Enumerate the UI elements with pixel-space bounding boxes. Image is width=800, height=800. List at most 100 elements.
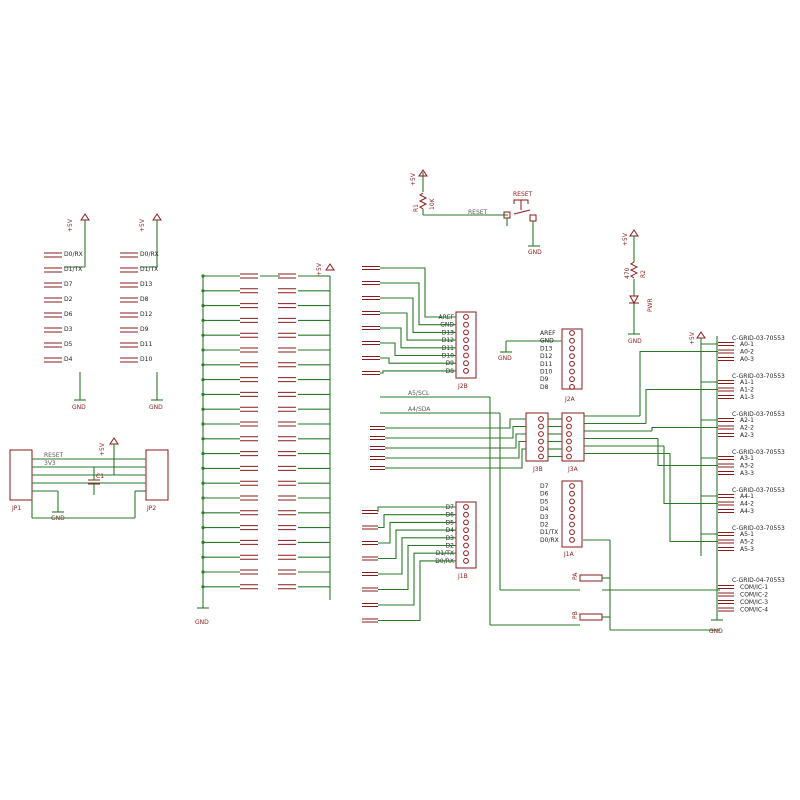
gnd-label-hb: GND [149, 404, 163, 411]
c-grid-pin-label: A1-3 [740, 394, 754, 401]
header-b-pin-label: D12 [140, 311, 152, 318]
c-grid-pin-row: A3-1 [701, 455, 754, 462]
c-grid-label: C-GRID-03-70553 [732, 411, 785, 418]
com-pin-row: COM/IC-1 [718, 584, 768, 591]
mid-connector-row [201, 377, 330, 383]
header-b-row: D0/RX [120, 251, 159, 258]
mid-connector-row [201, 525, 330, 531]
c-grid-pin-label: A1-2 [740, 387, 754, 394]
header-a-pin-label: D1/TX [64, 266, 82, 273]
c-grid-pin-row: A1-2 [584, 387, 754, 425]
header-a-pin-label: D6 [64, 311, 73, 318]
c-grid-pin-row: A0-2 [584, 349, 754, 417]
c-grid-pin-label: A5-3 [740, 546, 754, 553]
c-grid-pin-label: A2-2 [740, 425, 754, 432]
gnd-label-ha: GND [72, 404, 86, 411]
r2-value: 470 [624, 267, 631, 279]
mid-connector-row [201, 273, 330, 279]
c-grid-pin-row: A2-1 [701, 417, 754, 424]
mid-connector-row [201, 436, 330, 442]
mid-connector-row [201, 406, 330, 412]
j1b-pin-pad [463, 550, 469, 557]
gnd-label-j2: GND [498, 355, 512, 362]
c-grid-connectors: +5V GND C-GRID-03-70553A0-1A0-2A0-3C-GRI… [584, 331, 785, 635]
j2a-pin-label: AREF [540, 330, 556, 337]
r1-label: R1 [413, 204, 420, 212]
j2b-pin-pad [463, 368, 469, 374]
c-grid-pin-row: A4-1 [701, 493, 754, 500]
mid-connector-row [201, 569, 330, 575]
header-a-row: D0/RX [44, 251, 83, 258]
j2a-pin-label: D12 [540, 353, 552, 360]
header-b-row: D12 [120, 311, 152, 318]
header-a-row: D4 [44, 356, 73, 363]
j1b-pin-pad [463, 558, 469, 564]
header-a-row: D6 [44, 311, 73, 318]
j2a-pin-pad [569, 376, 575, 383]
c-grid-pin-label: A2-1 [740, 417, 754, 424]
c-grid-label: C-GRID-03-70553 [732, 449, 785, 456]
pa-pb-section: PA PB [490, 539, 720, 631]
c-grid-pin-row: A4-2 [584, 445, 754, 508]
j2a-pin-pad [569, 360, 575, 367]
j2a-pin-label: D13 [540, 345, 552, 352]
j3b-label: J3B [532, 466, 543, 473]
vcc-label-right: +5V [689, 331, 696, 345]
header-b-row: D13 [120, 281, 152, 288]
header-a-pin-label: D0/RX [64, 251, 83, 258]
com-pin-label: COM/IC-3 [740, 599, 768, 606]
c1-label: C1 [96, 473, 104, 480]
j2a-pin-pad [569, 368, 575, 375]
j1a-label: J1A [563, 551, 575, 558]
com-pin-label: COM/IC-4 [740, 607, 768, 614]
vcc-label-jp: +5V [99, 442, 106, 456]
j2a-pin-label: D10 [540, 369, 552, 376]
header-b-row: D9 [120, 326, 149, 333]
j1-section: J1B J1A [455, 480, 583, 580]
j2b-pin-pad [463, 329, 469, 336]
j1a-pin-label: D3 [540, 514, 549, 521]
mid-connector-row [201, 317, 330, 323]
led-label: PWR [647, 298, 654, 312]
j1b-pin-pad [463, 511, 469, 518]
c-grid-pin-label: A3-1 [740, 455, 754, 462]
j2b-label: J2B [457, 383, 468, 390]
r1-value: 10K [429, 197, 436, 210]
j1b-pin-pad [463, 542, 469, 549]
j2a-label: J2A [564, 396, 576, 403]
c-grid-pin-row: A0-1 [701, 341, 754, 348]
j1a-pin-label: D7 [540, 483, 549, 490]
j2a-pin-pad [569, 337, 575, 344]
j2a-pin-pad [569, 345, 575, 352]
mid-connector-row [201, 421, 330, 427]
header-a-row: D5 [44, 341, 73, 348]
c-grid-pin-label: A3-3 [740, 470, 754, 477]
header-b-pin-label: D0/RX [140, 251, 159, 258]
mid-connector-row [201, 391, 330, 397]
j2b-pin-pad [463, 314, 469, 320]
j1a-pin-pad [569, 521, 575, 528]
r2-label: R2 [640, 270, 647, 278]
j1a-pin-label: D5 [540, 498, 549, 505]
header-b-pin-label: D11 [140, 341, 152, 348]
j2a-pin-label: D9 [540, 376, 549, 383]
j2a-pin-label: GND [540, 338, 554, 345]
j1a-pin-label: D0/RX [540, 537, 559, 544]
c-grid-pin-label: A4-3 [740, 508, 754, 515]
vcc-label-hb: +5V [139, 218, 146, 232]
mid-connector-row [201, 584, 330, 590]
pb-label: PB [572, 611, 579, 619]
j2b-pin-pad [463, 321, 469, 328]
c-grid-pin-row: A1-3 [718, 394, 754, 401]
c-grid-pin-row: A5-3 [718, 546, 754, 553]
mid-connector-row [201, 539, 330, 545]
j1a-pin-label: D4 [540, 506, 549, 513]
j1b-label: J1B [457, 573, 468, 580]
header-b-row: D1/TX [120, 266, 158, 273]
mid-connector-row [201, 451, 330, 457]
j3a-label: J3A [567, 466, 579, 473]
